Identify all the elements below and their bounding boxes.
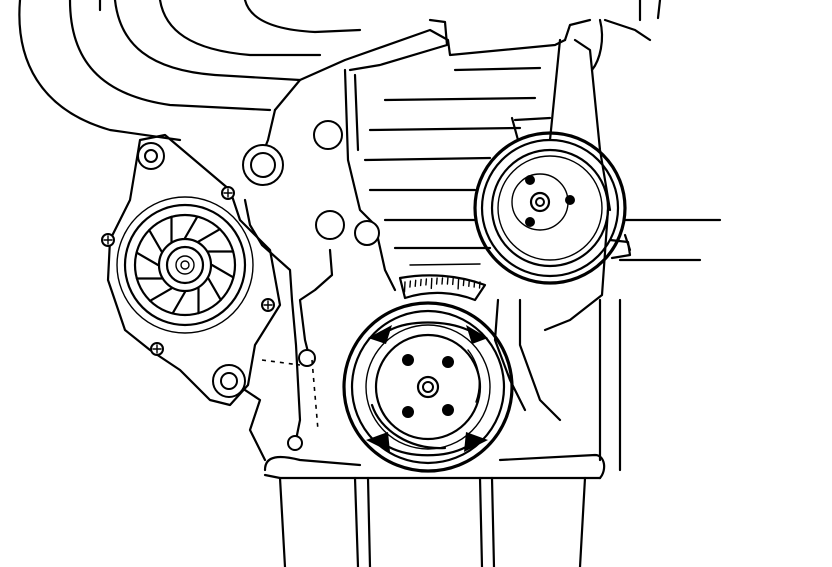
scale-tick — [478, 281, 481, 289]
impeller-blade — [149, 287, 173, 302]
scale-tick — [409, 280, 412, 288]
impeller-blade — [135, 251, 160, 267]
scale-tick — [473, 280, 476, 288]
impeller-blade — [148, 229, 163, 253]
scale-tick — [441, 277, 444, 285]
block-holes — [242, 120, 380, 451]
scale-tick — [468, 279, 470, 287]
crankshaft-pulley — [342, 301, 514, 473]
impeller-blade — [210, 263, 235, 279]
water-pump — [101, 133, 282, 407]
arrow-icon — [466, 325, 488, 344]
arrow-icon — [464, 432, 488, 452]
scale-tick — [462, 278, 465, 287]
scale-icon — [403, 277, 481, 293]
rotation-arrows — [366, 321, 488, 457]
engine-block — [228, 0, 722, 472]
scale-tick — [430, 277, 433, 290]
impeller-blade — [197, 228, 221, 243]
fan-impeller-icon — [135, 215, 235, 315]
scale-tick — [446, 277, 449, 285]
block-ribs — [363, 66, 552, 266]
pump-bolts — [101, 186, 275, 356]
scale-tick — [425, 278, 428, 286]
arrow-icon — [366, 432, 390, 452]
impeller-blade — [171, 290, 187, 315]
oil-pan — [263, 453, 606, 567]
impeller-blade — [183, 215, 199, 240]
manifold-pipes — [18, 0, 449, 142]
timing-scale — [398, 274, 487, 302]
scale-tick — [435, 277, 438, 285]
impeller-blade — [207, 277, 222, 301]
scale-tick — [457, 278, 460, 290]
scale-tick — [452, 277, 454, 286]
scale-tick — [419, 278, 422, 287]
arrow-icon — [368, 325, 392, 344]
scale-tick — [414, 279, 417, 287]
scale-tick — [403, 281, 406, 293]
upper-pulley — [473, 116, 632, 285]
